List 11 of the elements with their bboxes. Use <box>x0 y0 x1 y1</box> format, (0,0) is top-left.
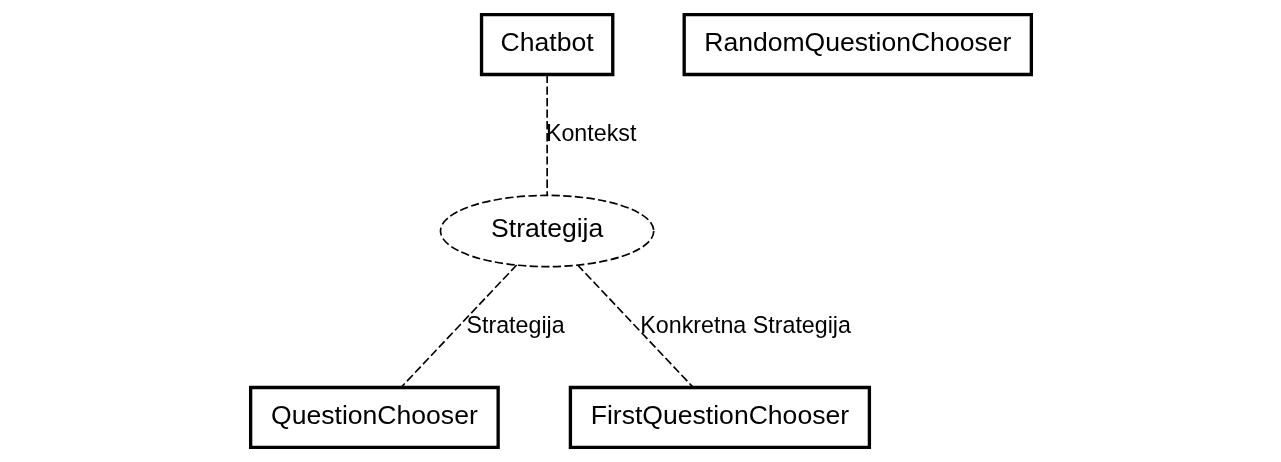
node-ellipse: Strategija <box>439 194 655 268</box>
node-box: RandomQuestionChooser <box>682 13 1033 77</box>
connector <box>576 264 694 389</box>
node-box: FirstQuestionChooser <box>568 385 871 449</box>
connector <box>399 264 517 389</box>
edge-label: Kontekst <box>545 120 636 147</box>
node-box: Chatbot <box>479 13 614 77</box>
edge-label: Konkretna Strategija <box>639 312 851 339</box>
connector <box>545 74 548 197</box>
edge-label: Strategija <box>465 312 565 339</box>
node-box: QuestionChooser <box>248 385 500 449</box>
